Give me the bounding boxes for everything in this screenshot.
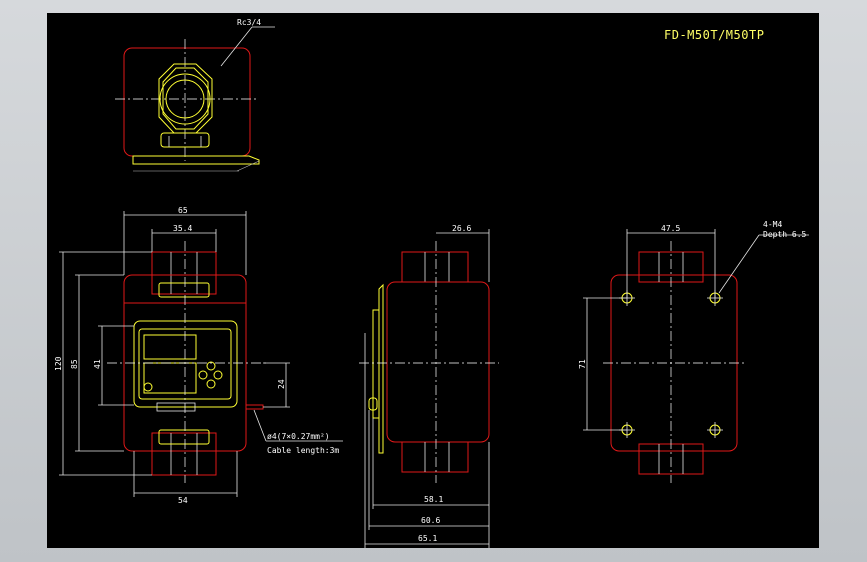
dim-height-body: 85 [70,359,79,369]
dim-side-d2: 60.6 [421,516,440,525]
button-down-icon [206,379,216,389]
dim-front-bottom: 54 [178,496,188,505]
button-right-icon [213,370,223,380]
side-lower-port [401,441,469,473]
display-frame [133,320,238,408]
cable-length-label: Cable length:3m [267,446,339,455]
dim-side-d3: 65.1 [418,534,437,543]
mount-holes-label: 4-M4 [763,220,782,229]
dim-side-d1: 58.1 [424,495,443,504]
dim-height-cable: 24 [277,379,286,389]
dim-back-height: 71 [578,359,587,369]
port-inner [165,79,205,119]
dimension-lines [59,211,716,548]
dim-front-inner: 35.4 [173,224,192,233]
front-upper-port [151,251,217,295]
top-view [115,26,275,172]
drawing-canvas: FD-M50T/M50TP Rc3/4 65 35.4 54 120 85 41… [47,13,819,548]
dim-front-width: 65 [178,206,188,215]
dim-side-top: 26.6 [452,224,471,233]
dim-back-width: 47.5 [661,224,680,233]
dim-height-total: 120 [54,356,63,371]
port-outer [159,73,211,125]
back-view [603,234,809,483]
front-lower-port [151,432,217,476]
button-up-icon [206,361,216,371]
side-body [386,281,490,443]
dim-height-display: 41 [93,359,102,369]
side-upper-port [401,251,469,283]
side-view [359,241,499,483]
cable-spec-label: ø4(7×0.27mm²) [267,432,330,441]
drawing-title: FD-M50T/M50TP [664,28,764,42]
mount-depth-label: Depth 6.5 [763,230,807,239]
front-view [107,241,267,483]
thread-label: Rc3/4 [237,18,261,27]
button-left-icon [198,370,208,380]
cad-drawing: FD-M50T/M50TP Rc3/4 65 35.4 54 120 85 41… [54,18,809,548]
